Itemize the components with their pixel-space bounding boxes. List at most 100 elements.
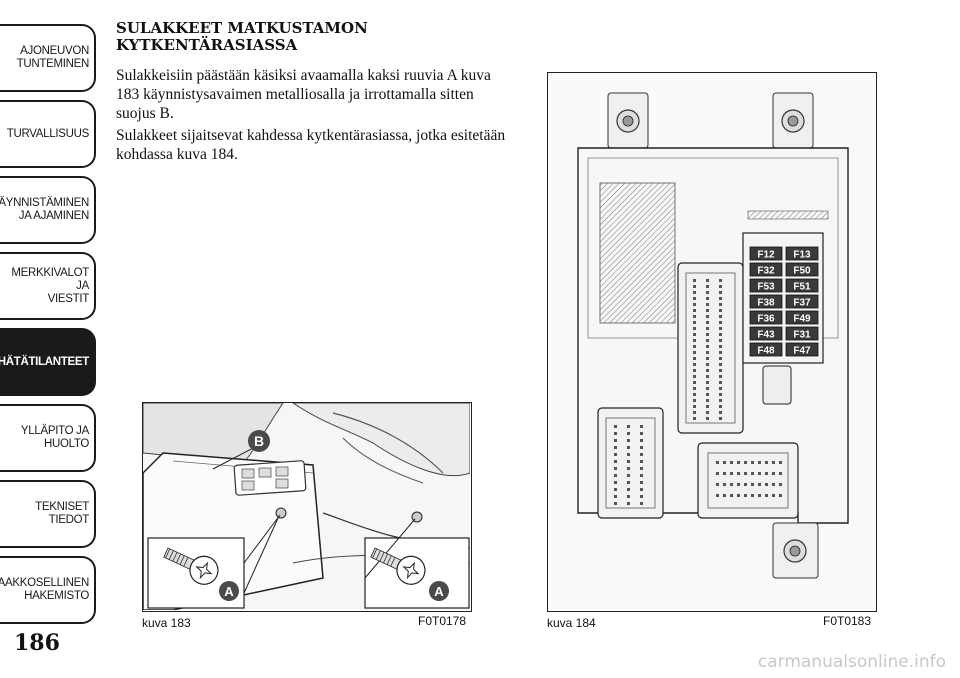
connector-pin <box>719 405 722 408</box>
tab-label: TURVALLISUUS <box>6 127 90 140</box>
connector-pin <box>758 483 761 486</box>
connector-pin <box>719 315 722 318</box>
connector-pin <box>706 393 709 396</box>
connector-pin <box>693 333 696 336</box>
tab-label: AAKKOSELLINEN HAKEMISTO <box>0 577 89 602</box>
fuse-label: F31 <box>793 330 811 341</box>
connector-pin <box>693 405 696 408</box>
connector-pin <box>719 381 722 384</box>
connector-pin <box>758 472 761 475</box>
connector-pin <box>719 369 722 372</box>
connector-pin <box>779 461 782 464</box>
label-b: B <box>254 433 264 449</box>
fuse-label: F38 <box>757 298 775 309</box>
figure-183-code: F0T0178 <box>418 614 467 628</box>
fuse-slot <box>785 246 819 261</box>
connector-pin <box>640 495 643 498</box>
tab-label: HÄTÄTILANTEET <box>0 355 89 368</box>
connector-pin <box>719 327 722 330</box>
tab-hakemisto[interactable]: AAKKOSELLINEN HAKEMISTO <box>0 556 96 624</box>
tab-turvallisuus[interactable]: TURVALLISUUS <box>0 100 96 168</box>
tab-label: KÄYNNISTÄMINEN JA AJAMINEN <box>0 197 89 222</box>
connector-pin <box>751 472 754 475</box>
connector-pin <box>706 351 709 354</box>
connector-pin <box>706 411 709 414</box>
tab-hatatilanteet[interactable]: HÄTÄTILANTEET <box>0 328 96 396</box>
connector-pin <box>706 417 709 420</box>
connector-pin <box>706 381 709 384</box>
tab-kaynnistaminen[interactable]: KÄYNNISTÄMINEN JA AJAMINEN <box>0 176 96 244</box>
connector-pin <box>627 488 630 491</box>
fuse-label: F49 <box>793 314 811 325</box>
connector-pin <box>719 393 722 396</box>
watermark: carmanualsonline.info <box>757 652 946 672</box>
label-a2-marker <box>429 581 449 601</box>
figure-184-code: F0T0183 <box>823 614 872 628</box>
connector-pin <box>614 488 617 491</box>
tab-ajoneuvon-tunteminen[interactable]: AJONEUVON TUNTEMINEN <box>0 24 96 92</box>
connector-pin <box>693 327 696 330</box>
connector-pin <box>719 321 722 324</box>
connector-pin <box>693 393 696 396</box>
connector-pin <box>640 502 643 505</box>
connector-pin <box>614 446 617 449</box>
connector-pin <box>627 502 630 505</box>
connector-pin <box>772 494 775 497</box>
connector-pin <box>614 425 617 428</box>
chapter-tabs: AJONEUVON TUNTEMINEN TURVALLISUUS KÄYNNI… <box>0 0 100 640</box>
fuse-slot <box>785 294 819 309</box>
connector-pin <box>693 285 696 288</box>
tab-tekniset-tiedot[interactable]: TEKNISET TIEDOT <box>0 480 96 548</box>
connector-pin <box>772 472 775 475</box>
connector-pin <box>751 461 754 464</box>
fuse-slot <box>749 342 783 357</box>
connector-pin <box>719 399 722 402</box>
fuse-label: F50 <box>793 266 811 277</box>
connector-pin <box>693 417 696 420</box>
fuse-label: F13 <box>793 250 811 261</box>
connector-pin <box>614 439 617 442</box>
connector-pin <box>737 494 740 497</box>
connector-pin <box>614 502 617 505</box>
paragraph-1: Sulakkeisiin päästään käsiksi avaamalla … <box>116 67 491 122</box>
tab-label: YLLÄPITO JA HUOLTO <box>20 425 89 450</box>
fuse-slot <box>749 246 783 261</box>
figure-184-caption: kuva 184 <box>547 616 596 630</box>
section-heading: SULAKKEET MATKUSTAMON KYTKENTÄRASIASSA <box>116 20 496 54</box>
connector-pin <box>706 339 709 342</box>
connector-pin <box>765 494 768 497</box>
tab-label: MERKKIVALOT JA VIESTIT <box>11 266 89 305</box>
connector-pin <box>627 467 630 470</box>
connector-pin <box>772 483 775 486</box>
connector-pin <box>614 460 617 463</box>
connector-pin <box>627 474 630 477</box>
fuse-slot <box>785 278 819 293</box>
connector-pin <box>706 303 709 306</box>
connector-pin <box>719 363 722 366</box>
connector-pin <box>706 369 709 372</box>
fuse-slot <box>785 262 819 277</box>
connector-pin <box>693 381 696 384</box>
connector-pin <box>640 460 643 463</box>
connector-pin <box>693 357 696 360</box>
figure-183: B A A <box>142 402 472 612</box>
connector-pin <box>614 432 617 435</box>
connector-pin <box>744 483 747 486</box>
connector-pin <box>716 472 719 475</box>
connector-pin <box>640 453 643 456</box>
connector-pin <box>779 472 782 475</box>
tab-yllapito[interactable]: YLLÄPITO JA HUOLTO <box>0 404 96 472</box>
connector-pin <box>640 439 643 442</box>
connector-pin <box>751 494 754 497</box>
tab-label: AJONEUVON TUNTEMINEN <box>16 45 90 70</box>
connector-pin <box>706 315 709 318</box>
connector-pin <box>779 494 782 497</box>
connector-pin <box>627 460 630 463</box>
paragraph-2: Sulakkeet sijaitsevat kahdessa kytkentär… <box>116 127 506 163</box>
connector-pin <box>758 494 761 497</box>
tab-label: TEKNISET TIEDOT <box>35 501 89 526</box>
tab-merkkivalot[interactable]: MERKKIVALOT JA VIESTIT <box>0 252 96 320</box>
connector-pin <box>719 351 722 354</box>
